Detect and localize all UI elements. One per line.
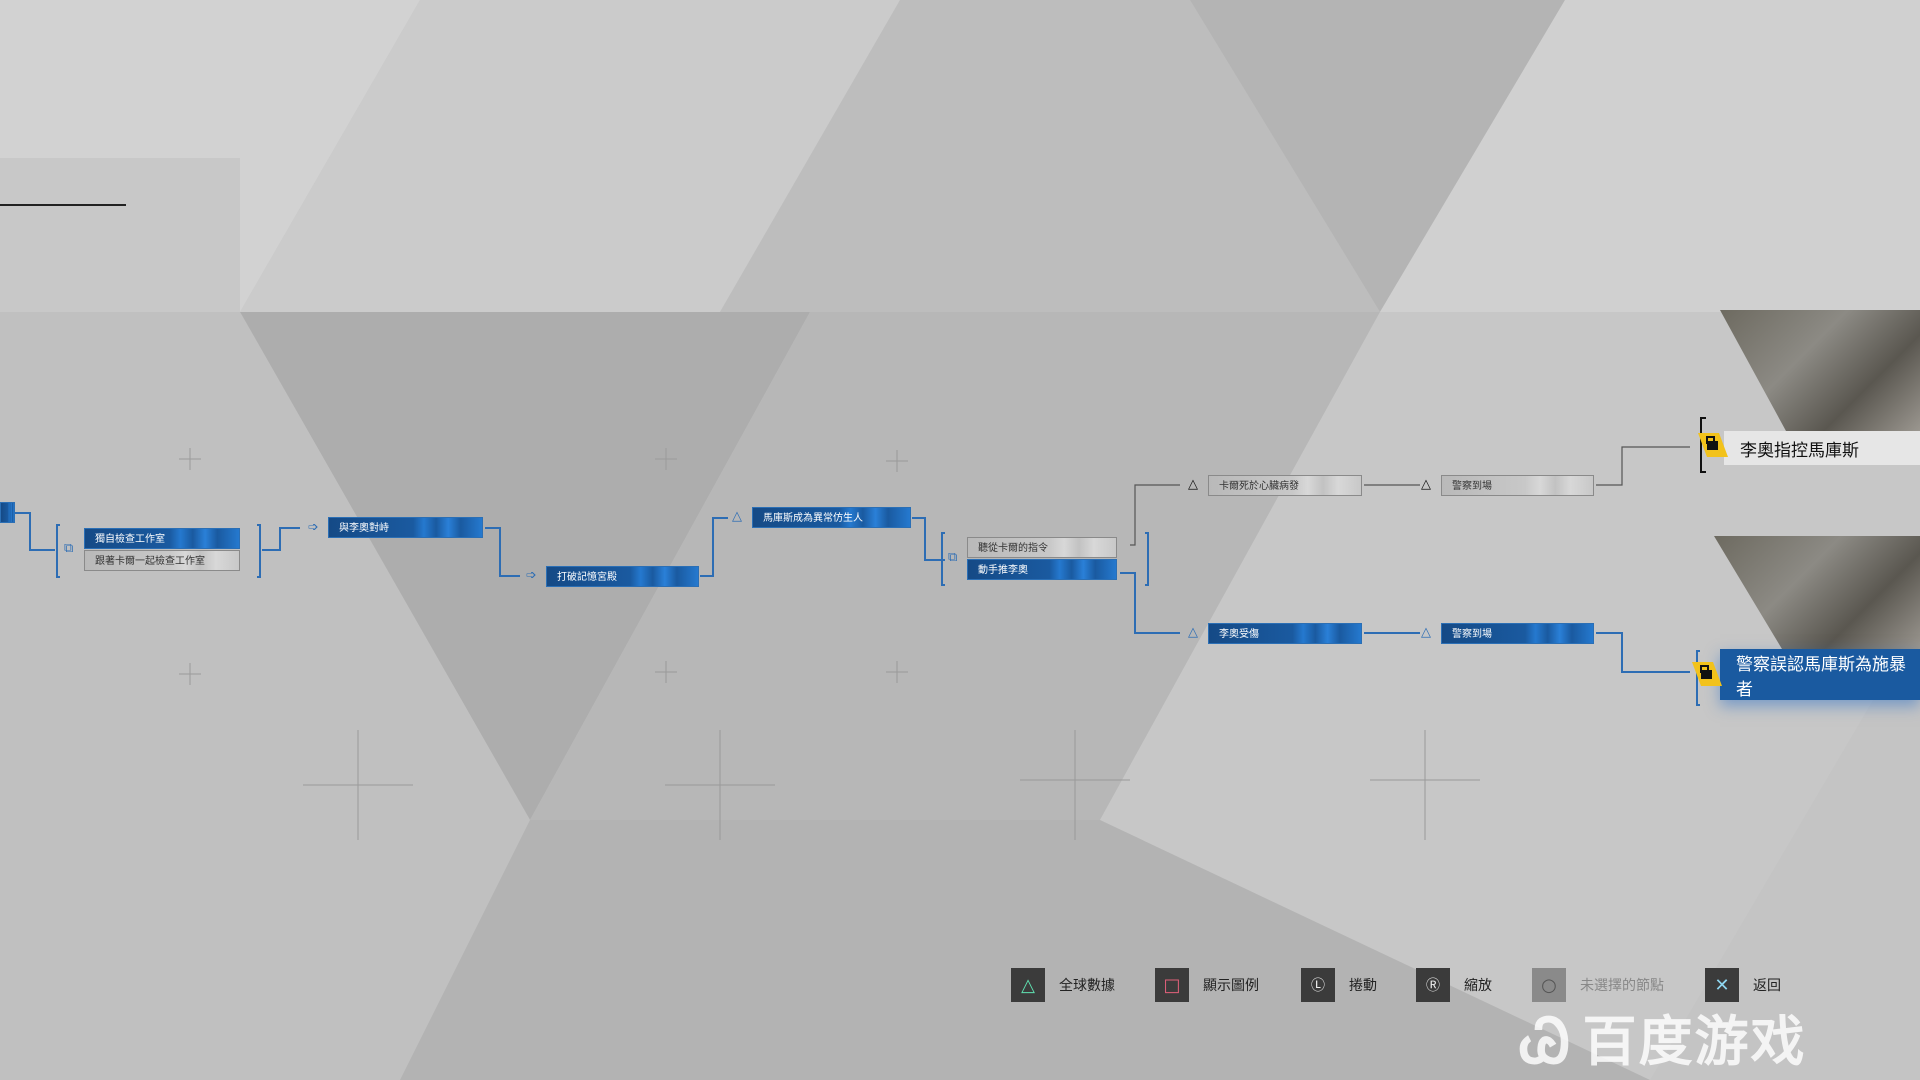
hint-label: 返回 [1753, 978, 1781, 994]
hint-back[interactable]: ✕ 返回 [1705, 968, 1781, 1002]
hint-show-legend[interactable]: □ 顯示圖例 [1155, 968, 1259, 1002]
node-police-arrive-2[interactable]: 警察到場 [1441, 623, 1594, 644]
hint-label: 縮放 [1464, 978, 1492, 994]
ending-label: 李奧指控馬庫斯 [1740, 440, 1859, 461]
hint-unselected-node[interactable]: ○ 未選擇的節點 [1532, 968, 1664, 1002]
choice-option-push-leo[interactable]: 動手推李奧 [967, 559, 1117, 580]
watermark-logo: Ꮚ 百度游戏 [1520, 1008, 1807, 1076]
choice-option-with-carl[interactable]: 跟著卡爾一起檢查工作室 [84, 550, 240, 571]
right-stick-icon: Ⓡ [1416, 968, 1450, 1002]
node-carl-heart-attack[interactable]: 卡爾死於心臟病發 [1208, 475, 1362, 496]
ending-leo-accuses-markus[interactable]: 李奧指控馬庫斯 [1724, 431, 1920, 465]
choice-option-alone[interactable]: 獨自檢查工作室 [84, 528, 240, 549]
arrow-icon: ➩ [526, 568, 537, 583]
hint-label: 捲動 [1349, 978, 1377, 994]
triangle-button-icon: △ [1011, 968, 1045, 1002]
hint-label: 顯示圖例 [1203, 978, 1259, 994]
ending-label: 警察誤認馬庫斯為施暴者 [1736, 654, 1906, 700]
circle-button-icon: ○ [1532, 968, 1566, 1002]
arrow-icon: ➩ [308, 520, 319, 535]
previous-node[interactable] [0, 502, 15, 523]
triangle-icon: △ [1421, 477, 1431, 492]
hint-label: 未選擇的節點 [1580, 978, 1664, 994]
node-break-mind-palace[interactable]: 打破記憶宮殿 [546, 566, 699, 587]
triangle-icon: △ [1188, 477, 1198, 492]
watermark-text: 百度游戏 [1582, 1010, 1807, 1073]
hint-scroll[interactable]: Ⓛ 捲動 [1301, 968, 1377, 1002]
triangle-icon: △ [732, 509, 742, 524]
watermark-icon: Ꮚ [1520, 1007, 1573, 1077]
node-markus-deviant[interactable]: 馬庫斯成為異常仿生人 [752, 507, 911, 528]
hint-label: 全球數據 [1059, 978, 1115, 994]
choice-option-obey-carl[interactable]: 聽從卡爾的指令 [967, 537, 1117, 558]
node-leo-injured[interactable]: 李奧受傷 [1208, 623, 1362, 644]
square-button-icon: □ [1155, 968, 1189, 1002]
node-confront-leo[interactable]: 與李奧對峙 [328, 517, 483, 538]
triangle-icon: △ [1421, 625, 1431, 640]
triangle-icon: △ [1188, 625, 1198, 640]
choice-icon: ⧉ [64, 541, 74, 556]
ending-police-mistake-markus[interactable]: 警察誤認馬庫斯為施暴者 [1720, 649, 1920, 700]
choice-icon: ⧉ [948, 550, 958, 565]
node-police-arrive-1[interactable]: 警察到場 [1441, 475, 1594, 496]
hint-global-data[interactable]: △ 全球數據 [1011, 968, 1115, 1002]
left-stick-icon: Ⓛ [1301, 968, 1335, 1002]
cross-button-icon: ✕ [1705, 968, 1739, 1002]
hint-zoom[interactable]: Ⓡ 縮放 [1416, 968, 1492, 1002]
